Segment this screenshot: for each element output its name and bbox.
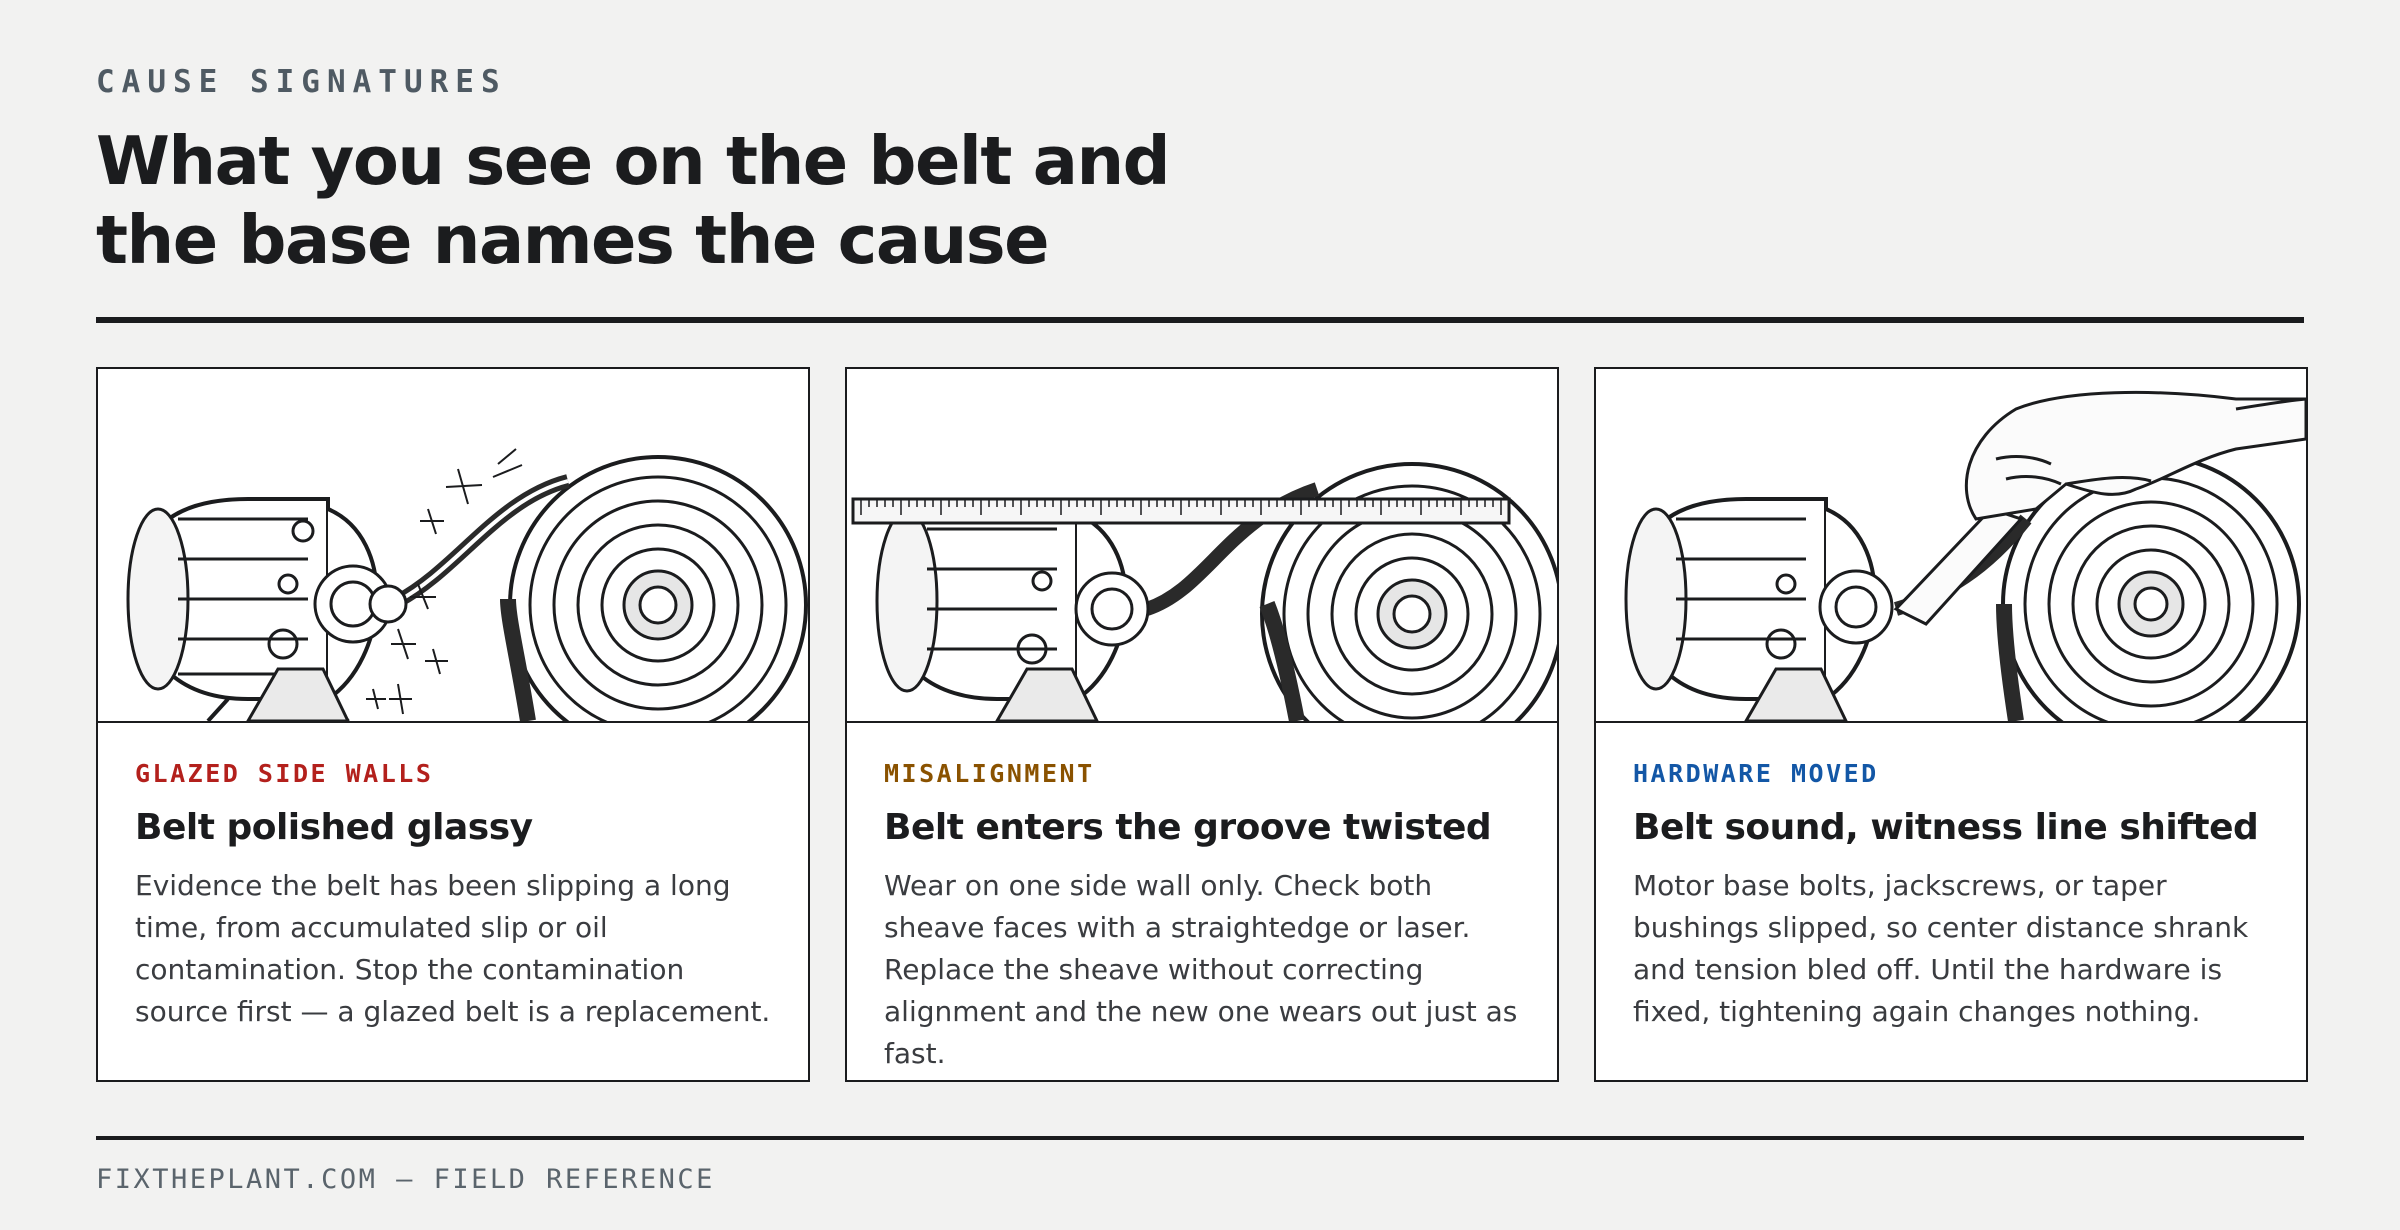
illustration-glazed-belt [98,369,808,723]
card-description: Evidence the belt has been slipping a lo… [135,869,771,1028]
card-body: HARDWARE MOVED Belt sound, witness line … [1633,757,2273,1033]
page-title: What you see on the belt and the base na… [96,122,1171,279]
footer-label: FIXTHEPLANT.COM — FIELD REFERENCE [96,1164,715,1195]
illustration-hardware-moved [1596,369,2306,723]
card-description: Motor base bolts, jackscrews, or taper b… [1633,869,2249,1028]
card-title: Belt enters the groove twisted [884,807,1492,848]
footer-divider [96,1136,2304,1140]
card-description: Wear on one side wall only. Check both s… [884,869,1518,1070]
card-kicker: HARDWARE MOVED [1633,759,1879,788]
illustration-misalignment [847,369,1557,723]
card-misalignment: MISALIGNMENT Belt enters the groove twis… [845,367,1559,1082]
belt-drive-drawing [126,448,808,721]
card-title: Belt polished glassy [135,807,533,848]
belt-drive-drawing [875,462,1557,721]
card-hardware-moved: HARDWARE MOVED Belt sound, witness line … [1594,367,2308,1082]
card-glazed-side-walls: GLAZED SIDE WALLS Belt polished glassy E… [96,367,810,1082]
card-kicker: MISALIGNMENT [884,759,1095,788]
eyebrow-label: CAUSE SIGNATURES [96,64,507,100]
card-title: Belt sound, witness line shifted [1633,807,2259,848]
header-divider [96,317,2304,323]
belt-drive-drawing [1624,454,2301,721]
card-body: GLAZED SIDE WALLS Belt polished glassy E… [135,757,775,1033]
card-kicker: GLAZED SIDE WALLS [135,759,434,788]
card-body: MISALIGNMENT Belt enters the groove twis… [884,757,1524,1075]
hand-drawing [1893,390,2306,626]
straightedge-ruler [851,497,1511,525]
card-grid: GLAZED SIDE WALLS Belt polished glassy E… [96,367,2308,1082]
